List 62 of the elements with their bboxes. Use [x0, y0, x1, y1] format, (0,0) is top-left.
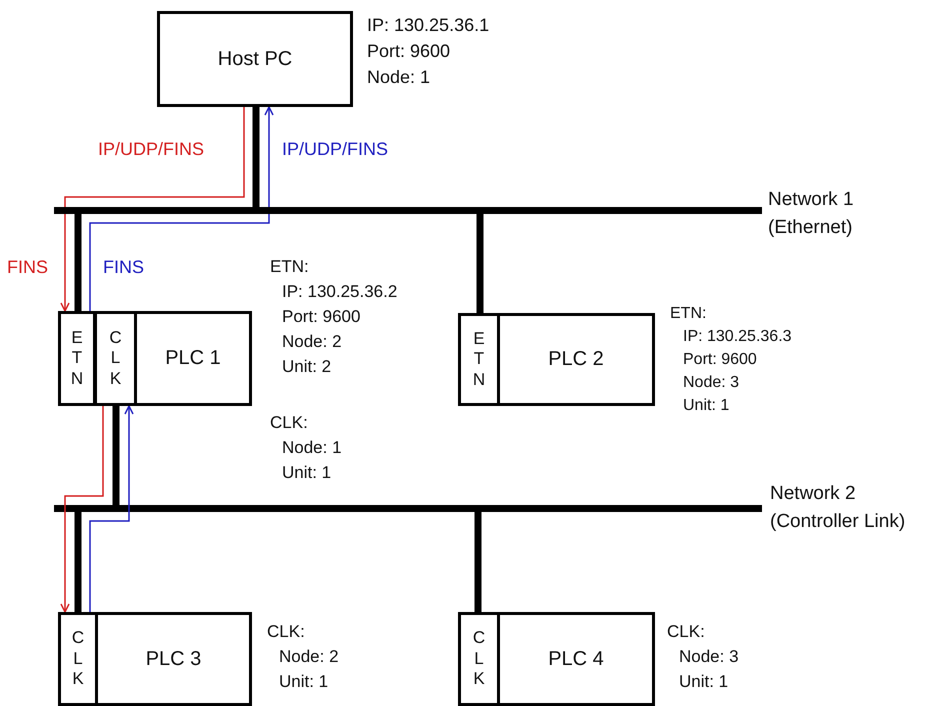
module-label: CLK — [108, 328, 123, 390]
network-cable — [112, 406, 120, 505]
box-label: PLC 3 — [146, 648, 202, 670]
module-box — [458, 612, 500, 706]
module-label: ETN — [70, 328, 84, 390]
module-box — [94, 311, 137, 406]
node-annotation: ETN: — [270, 256, 309, 278]
node-annotation: IP: 130.25.36.2 — [282, 281, 398, 303]
node-annotation: Port: 9600 — [683, 350, 757, 370]
box-label: PLC 2 — [548, 348, 604, 371]
node-annotation: CLK: — [267, 621, 305, 643]
node-annotation: Node: 2 — [282, 331, 342, 353]
edge-label: FINS — [103, 257, 144, 278]
node-annotation: Unit: 2 — [282, 356, 332, 378]
network-cable — [474, 512, 482, 612]
box-label: Host PC — [218, 48, 292, 70]
host-box — [157, 11, 353, 107]
network-bus — [54, 207, 762, 214]
node-annotation: CLK: — [667, 621, 705, 643]
edge-label: FINS — [7, 257, 48, 278]
node-annotation: Node: 2 — [279, 646, 339, 668]
module-label: CLK — [472, 628, 486, 690]
network-label: (Controller Link) — [770, 510, 906, 534]
network-label: (Ethernet) — [768, 216, 852, 240]
edge-label: IP/UDP/FINS — [98, 139, 204, 160]
node-annotation: Port: 9600 — [282, 306, 360, 328]
network-label: Network 1 — [768, 188, 854, 212]
node-annotation: Node: 3 — [679, 646, 739, 668]
plc-box — [95, 612, 252, 706]
node-annotation: Port: 9600 — [367, 40, 450, 63]
node-annotation: Node: 3 — [683, 373, 740, 393]
node-annotation: Unit: 1 — [279, 671, 328, 693]
node-annotation: Node: 1 — [282, 437, 342, 459]
node-annotation: Unit: 1 — [679, 671, 728, 693]
network-cable — [252, 107, 260, 207]
plc-box — [497, 313, 655, 406]
message-arrow — [264, 106, 274, 207]
network-label: Network 2 — [770, 482, 856, 506]
node-annotation: CLK: — [270, 412, 308, 434]
edge-label: IP/UDP/FINS — [282, 139, 388, 160]
node-annotation: Node: 1 — [367, 66, 430, 89]
module-box — [58, 311, 96, 406]
network-cable — [74, 214, 82, 311]
module-box — [458, 313, 500, 406]
plc-box — [134, 311, 252, 406]
node-annotation: IP: 130.25.36.1 — [367, 14, 490, 37]
module-label: CLK — [70, 628, 86, 690]
message-arrow — [60, 406, 104, 613]
network-bus — [54, 505, 762, 512]
message-arrow — [89, 405, 134, 612]
module-box — [58, 612, 98, 706]
box-label: PLC 1 — [165, 347, 221, 370]
network-cable — [74, 512, 82, 612]
message-arrow — [60, 214, 70, 312]
node-annotation: ETN: — [670, 304, 706, 324]
network-cable — [476, 214, 484, 313]
node-annotation: Unit: 1 — [683, 396, 730, 416]
plc-box — [497, 612, 655, 706]
box-label: PLC 4 — [548, 648, 604, 670]
node-annotation: IP: 130.25.36.3 — [683, 327, 792, 347]
module-label: ETN — [472, 328, 486, 390]
node-annotation: Unit: 1 — [282, 462, 332, 484]
